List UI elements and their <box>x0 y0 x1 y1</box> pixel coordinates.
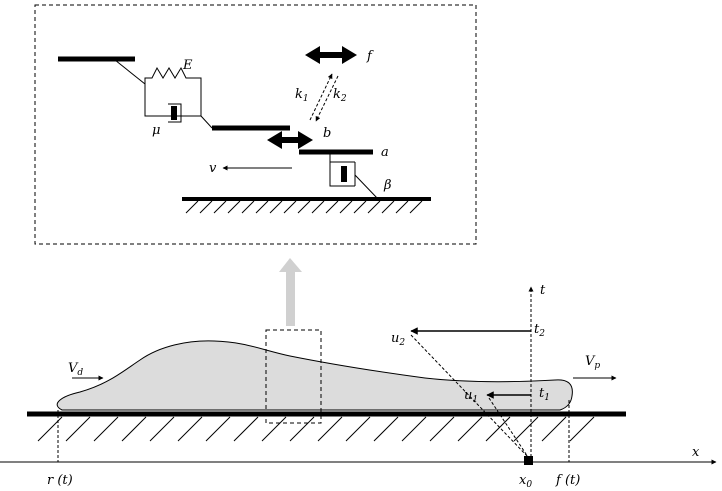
hatch-mark <box>353 200 367 214</box>
spring <box>144 66 202 116</box>
hatch-mark <box>93 416 119 442</box>
label-b: b <box>323 126 331 141</box>
hatch-mark <box>283 200 297 214</box>
label-a: a <box>381 145 389 160</box>
hatch-mark <box>255 200 269 214</box>
substrate-hatch <box>37 416 595 442</box>
hatch-mark <box>485 416 511 442</box>
label-mu: μ <box>152 123 160 138</box>
double-arrow-f <box>305 46 357 64</box>
label-k1: k1 <box>295 87 309 104</box>
hatch-mark <box>289 416 315 442</box>
label-vp: Vp <box>585 354 600 371</box>
hatch-mark <box>199 200 213 214</box>
hatch-mark <box>213 200 227 214</box>
label-x-axis: x <box>692 445 700 460</box>
hatch-mark <box>241 200 255 214</box>
hatch-mark <box>381 200 395 214</box>
hatch-mark <box>345 416 371 442</box>
label-k2: k2 <box>333 87 347 104</box>
hatch-mark <box>457 416 483 442</box>
dashed-arrow-k1 <box>309 73 333 121</box>
label-E: E <box>182 58 193 73</box>
dashpot-cup <box>168 103 182 123</box>
hatch-mark <box>149 416 175 442</box>
label-f: f <box>366 49 374 64</box>
label-ft: f (t) <box>555 473 580 488</box>
hatch-mark <box>339 200 353 214</box>
dashpot-piston <box>171 106 177 120</box>
hatch-mark <box>65 416 91 442</box>
hatch-mark <box>233 416 259 442</box>
hatch-mark <box>121 416 147 442</box>
label-x0: x0 <box>519 473 532 490</box>
hatch-mark <box>373 416 399 442</box>
hatch-mark <box>297 200 311 214</box>
label-beta: β <box>383 178 392 193</box>
hatch-mark <box>569 416 595 442</box>
hatch-mark <box>269 200 283 214</box>
hatch-mark <box>317 416 343 442</box>
hatch-mark <box>261 416 287 442</box>
label-u2: u2 <box>391 331 405 348</box>
dashed-arrow-k2 <box>315 75 339 122</box>
label-v: v <box>209 161 217 176</box>
inset-border <box>34 4 477 245</box>
trajectory-u1 <box>488 397 529 458</box>
label-u1: u1 <box>464 388 478 405</box>
dashpot-frame <box>144 84 201 117</box>
hatch-mark <box>395 200 409 214</box>
double-arrow-b <box>267 131 313 149</box>
inset-panel: E μ b a f k1 k2 v β <box>34 4 477 245</box>
zoom-region <box>265 329 322 424</box>
hatch-mark <box>401 416 427 442</box>
hatch-mark <box>367 200 381 214</box>
hatch-mark <box>541 416 567 442</box>
hatch-mark <box>409 200 423 214</box>
trajectory-u2 <box>410 334 529 458</box>
label-rt: r (t) <box>47 473 73 488</box>
label-t2: t2 <box>534 322 545 339</box>
label-t1: t1 <box>539 386 550 403</box>
hatch-mark <box>429 416 455 442</box>
label-vd: Vd <box>68 361 83 378</box>
hatch-mark <box>513 416 539 442</box>
connector-line <box>114 59 146 85</box>
hatch-mark <box>325 200 339 214</box>
cell-body <box>56 340 573 411</box>
hatch-mark <box>185 200 199 214</box>
inset-ground-hatch <box>185 200 423 214</box>
hatch-mark <box>227 200 241 214</box>
hatch-mark <box>311 200 325 214</box>
beta-piston <box>341 166 347 182</box>
friction-dashpot <box>329 152 379 200</box>
hatch-mark <box>205 416 231 442</box>
hatch-mark <box>177 416 203 442</box>
viscoelastic-element <box>144 66 213 129</box>
zoom-arrow <box>279 258 302 326</box>
origin-marker <box>524 456 533 465</box>
label-t-axis: t <box>540 283 546 298</box>
